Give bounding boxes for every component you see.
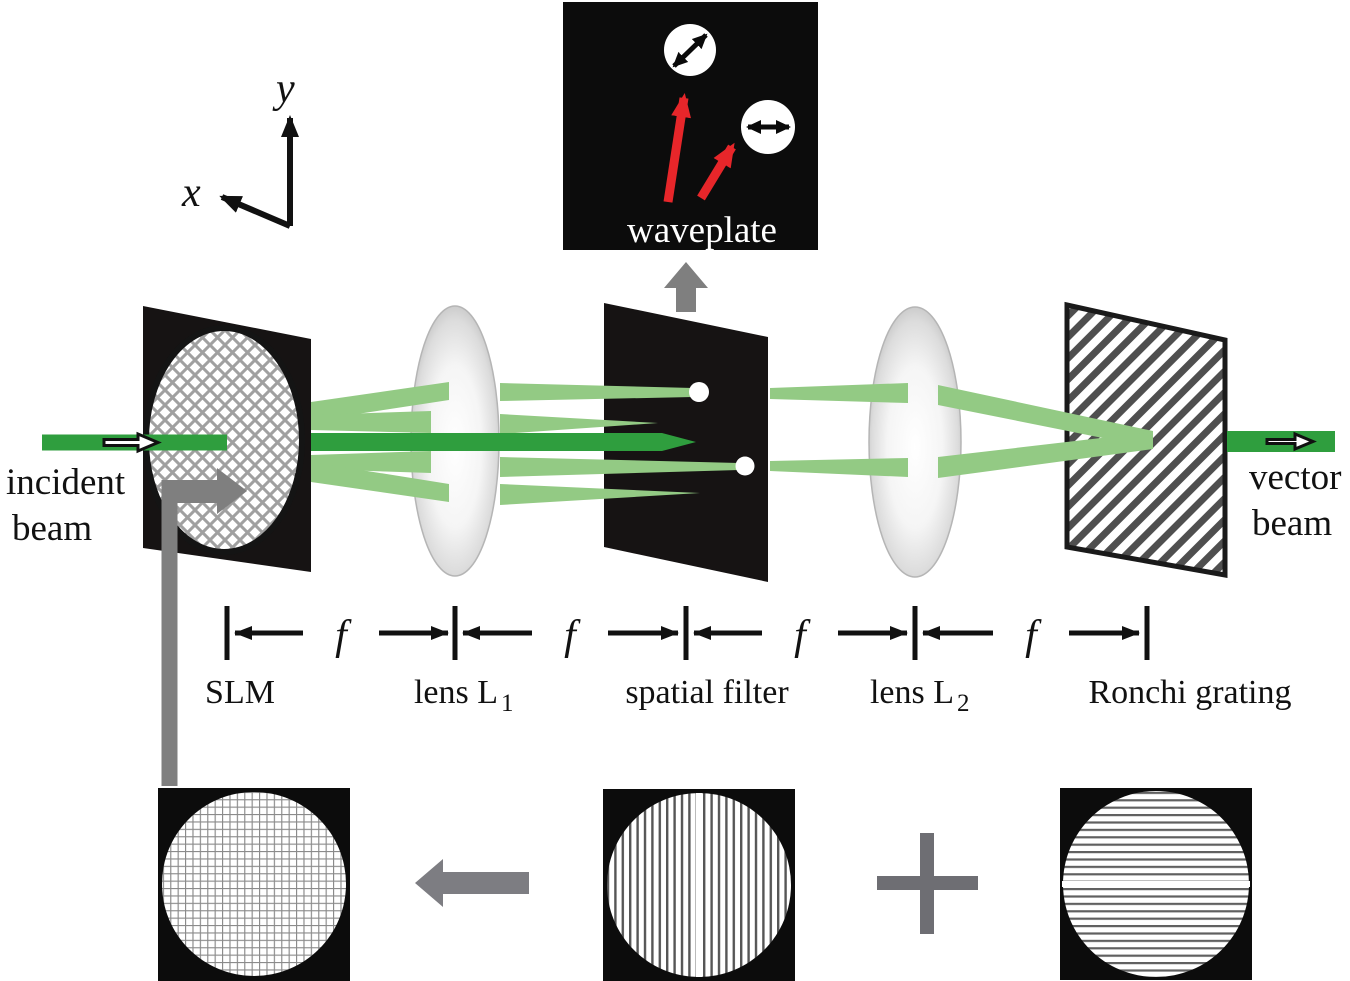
focal-length-label-3: f bbox=[794, 613, 811, 659]
x-axis-arrow bbox=[219, 194, 292, 229]
focal-length-label-2: f bbox=[564, 613, 581, 659]
red-arrow-icon-2 bbox=[697, 142, 736, 201]
vector-beam-label-line2: beam bbox=[1252, 503, 1332, 544]
up-arrow-icon bbox=[664, 262, 708, 312]
blocked-order-upper bbox=[500, 414, 658, 434]
plus-horizontal-bar bbox=[877, 876, 978, 890]
horizontal-grating-image bbox=[1060, 788, 1252, 980]
pinhole-lower bbox=[735, 456, 755, 476]
focal-length-label-4: f bbox=[1025, 613, 1042, 659]
incident-beam-label-line2: beam bbox=[12, 508, 92, 549]
red-arrow-icon-1 bbox=[663, 93, 691, 203]
diagonal-double-arrow-icon bbox=[672, 33, 708, 68]
l-arrow-vertical-shaft bbox=[161, 482, 178, 786]
diffracted-beam-upper-outer bbox=[311, 382, 449, 421]
l-arrow-head bbox=[217, 468, 247, 514]
component-label-slm: SLM bbox=[205, 674, 275, 711]
component-labels: SLM lens L 1 spatial filter lens L 2 Ron… bbox=[205, 674, 1291, 717]
x-axis-label: x bbox=[181, 170, 201, 216]
y-axis-label: y bbox=[272, 66, 295, 112]
grid-pattern-circle bbox=[162, 792, 346, 976]
component-label-lens2: lens L bbox=[870, 674, 954, 711]
component-label-lens2-subscript: 2 bbox=[957, 690, 970, 717]
filtered-beam-lower bbox=[770, 458, 908, 477]
vector-beam bbox=[1227, 431, 1335, 452]
incident-beam-label-line1: incident bbox=[6, 462, 126, 503]
grid-pattern-image bbox=[158, 788, 350, 981]
focal-distance-markers: f f f f bbox=[224, 606, 1150, 660]
plus-icon bbox=[877, 833, 978, 934]
waveplate-panel: waveplate bbox=[563, 2, 818, 251]
component-label-lens1: lens L bbox=[414, 674, 498, 711]
lens-l2 bbox=[868, 306, 962, 578]
l-arrow-horizontal-shaft bbox=[161, 480, 219, 503]
component-label-spatial-filter: spatial filter bbox=[625, 674, 789, 711]
horizontal-grating-phase-step bbox=[1062, 881, 1250, 887]
pinhole-upper bbox=[689, 382, 709, 402]
diffracted-beam-lower-outer bbox=[311, 462, 449, 502]
converging-beam-upper bbox=[938, 385, 1153, 448]
filtered-beam-upper bbox=[770, 383, 908, 403]
incident-beam bbox=[42, 431, 227, 454]
coordinate-axes: y x bbox=[181, 66, 299, 229]
hollow-right-arrow-icon bbox=[1265, 431, 1317, 452]
focal-length-label-1: f bbox=[335, 613, 352, 659]
diffracted-beam-upper-inner bbox=[311, 411, 431, 433]
beam-paths bbox=[311, 382, 1153, 505]
zero-order-beam bbox=[311, 433, 696, 451]
hollow-right-arrow-icon bbox=[102, 431, 162, 454]
slm-pattern-load-arrow bbox=[161, 468, 247, 786]
component-label-lens1-subscript: 1 bbox=[501, 690, 514, 717]
vector-beam-label-line1: vector bbox=[1249, 457, 1341, 498]
left-arrow-icon bbox=[415, 859, 529, 907]
vertical-grating-image bbox=[603, 789, 795, 981]
component-label-ronchi: Ronchi grating bbox=[1088, 674, 1291, 711]
blocked-order-lower bbox=[500, 484, 700, 505]
order-to-pinhole-upper bbox=[500, 383, 693, 401]
converging-beam-lower bbox=[938, 432, 1153, 478]
vertical-grating-phase-step bbox=[696, 793, 702, 977]
waveplate-label: waveplate bbox=[627, 210, 777, 251]
order-to-pinhole-lower bbox=[500, 457, 739, 477]
